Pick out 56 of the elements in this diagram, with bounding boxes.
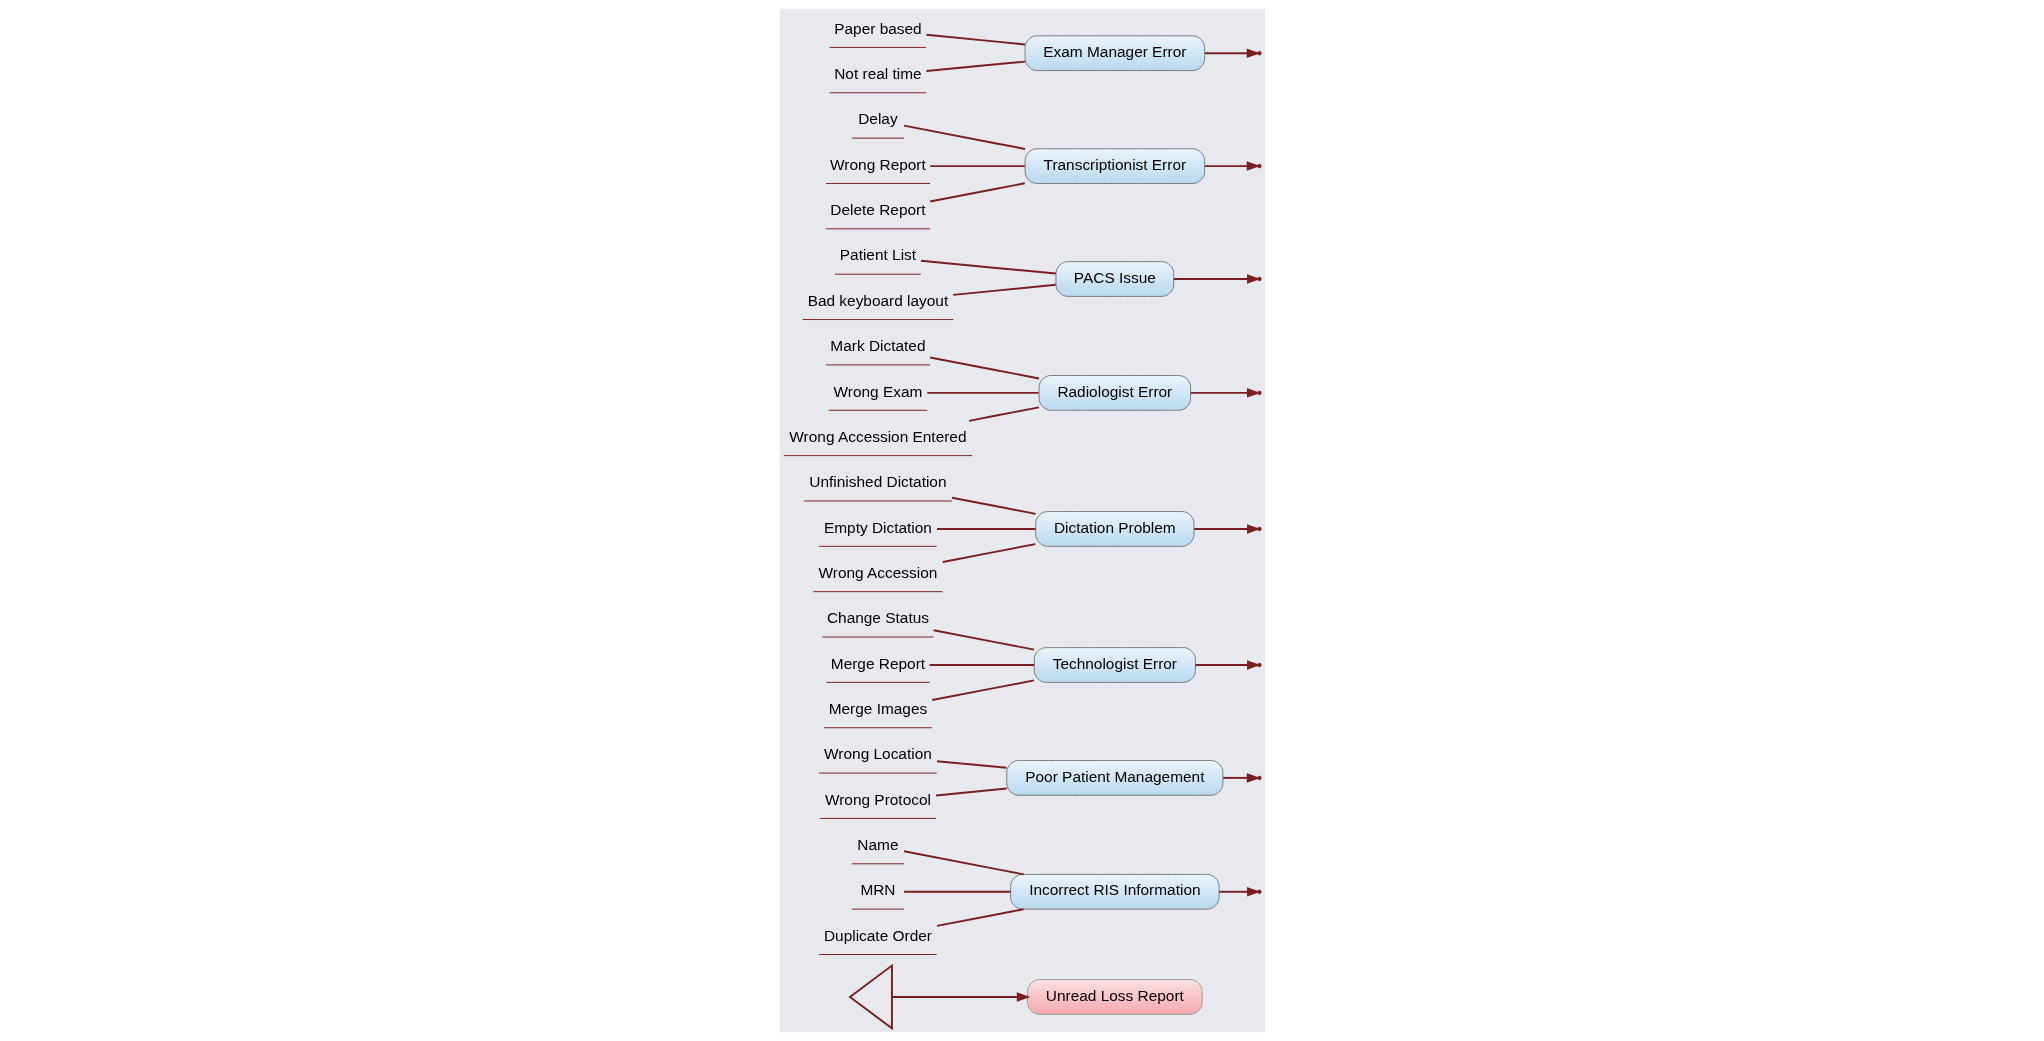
connector <box>925 33 1026 46</box>
node-text: Empty Dictation <box>823 518 932 536</box>
connector <box>967 406 1040 422</box>
node-text: Duplicate Order <box>823 926 932 944</box>
node-box: Incorrect RIS Information <box>1009 873 1220 910</box>
arrow <box>1203 161 1260 171</box>
node-text: MRN <box>859 881 896 899</box>
node-box: PACS Issue <box>1055 261 1174 297</box>
connector <box>902 850 1025 876</box>
node-box: Unread Loss Report <box>1026 979 1203 1015</box>
node-text: Merge Images <box>828 700 927 718</box>
connector <box>928 165 1026 168</box>
node-box: Radiologist Error <box>1038 375 1191 411</box>
arrow <box>890 992 1030 1002</box>
node-text: Change Status <box>826 609 929 627</box>
connector <box>928 356 1040 380</box>
node-box: Poor Patient Management <box>1005 760 1223 796</box>
connector <box>934 787 1008 797</box>
connector <box>902 124 1026 150</box>
connector <box>950 496 1037 515</box>
node-text: Delete Report <box>829 201 926 219</box>
connector <box>925 391 1040 394</box>
arrow <box>1217 887 1261 897</box>
connector <box>932 629 1035 651</box>
node-text: Patient List <box>839 246 916 264</box>
node-triangle <box>847 963 893 1031</box>
node-text: Wrong Accession <box>818 563 937 581</box>
node-text: Bad keyboard layout <box>807 291 948 309</box>
node-text: Unfinished Dictation <box>808 473 947 491</box>
node-text: Wrong Report <box>829 155 926 173</box>
connector <box>941 543 1036 563</box>
connector <box>930 679 1035 702</box>
connector <box>902 890 1011 893</box>
connector <box>925 60 1026 72</box>
connector <box>935 908 1024 927</box>
node-box: Technologist Error <box>1033 647 1196 683</box>
connector <box>928 664 1035 666</box>
connector <box>935 527 1037 530</box>
arrow <box>1203 48 1260 58</box>
node-text: Wrong Protocol <box>824 790 931 808</box>
node-text: Wrong Location <box>823 745 932 763</box>
node-text: Mark Dictated <box>829 337 926 355</box>
node-box: Exam Manager Error <box>1024 35 1205 72</box>
connector <box>935 760 1007 769</box>
node-box: Transcriptionist Error <box>1024 148 1205 184</box>
connector <box>951 283 1057 296</box>
node-text: Paper based <box>833 19 922 37</box>
node-text: Name <box>856 836 899 854</box>
node-text: Wrong Accession Entered <box>788 427 967 445</box>
node-text: Not real time <box>833 65 922 83</box>
node-text: Delay <box>857 110 898 128</box>
node-text: Merge Report <box>830 654 925 672</box>
node-text: Wrong Exam <box>833 382 922 400</box>
connector <box>919 259 1057 275</box>
connector <box>928 182 1026 203</box>
node-box: Dictation Problem <box>1034 511 1194 547</box>
